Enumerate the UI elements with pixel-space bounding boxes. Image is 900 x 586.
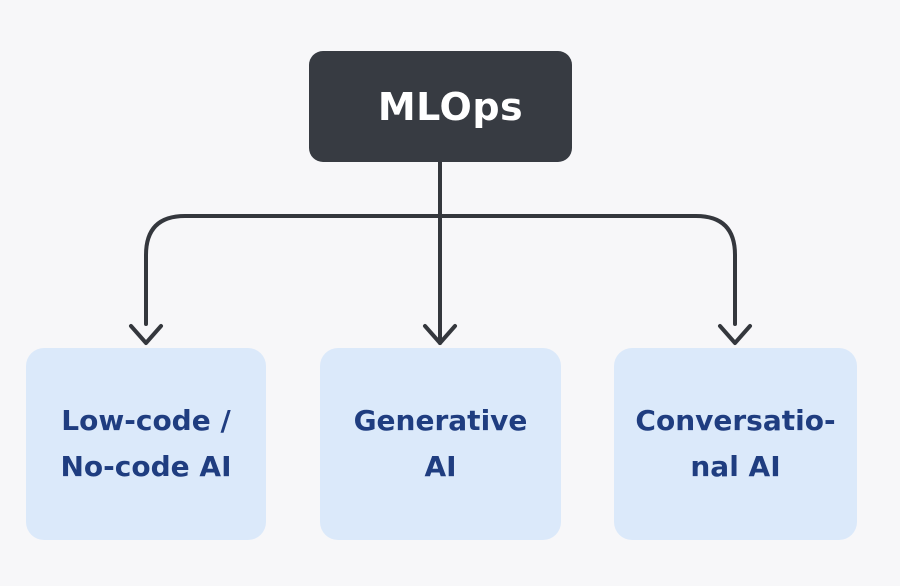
root-node-label: MLOps [377, 84, 524, 129]
arrowhead-left [129, 324, 163, 345]
root-node-mlops: MLOps [309, 51, 572, 162]
child-node-label: Conversatio- nal AI [635, 404, 836, 483]
child-node-label: Low-code / No-code AI [60, 404, 232, 483]
arrowhead-right [718, 324, 752, 345]
child-node-generative-ai: Generative AI [320, 348, 561, 540]
child-node-label: Generative AI [353, 404, 528, 483]
child-node-lowcode-nocode-ai: Low-code / No-code AI [26, 348, 266, 540]
arrowhead-center [423, 324, 457, 345]
child-node-conversational-ai: Conversatio- nal AI [614, 348, 857, 540]
